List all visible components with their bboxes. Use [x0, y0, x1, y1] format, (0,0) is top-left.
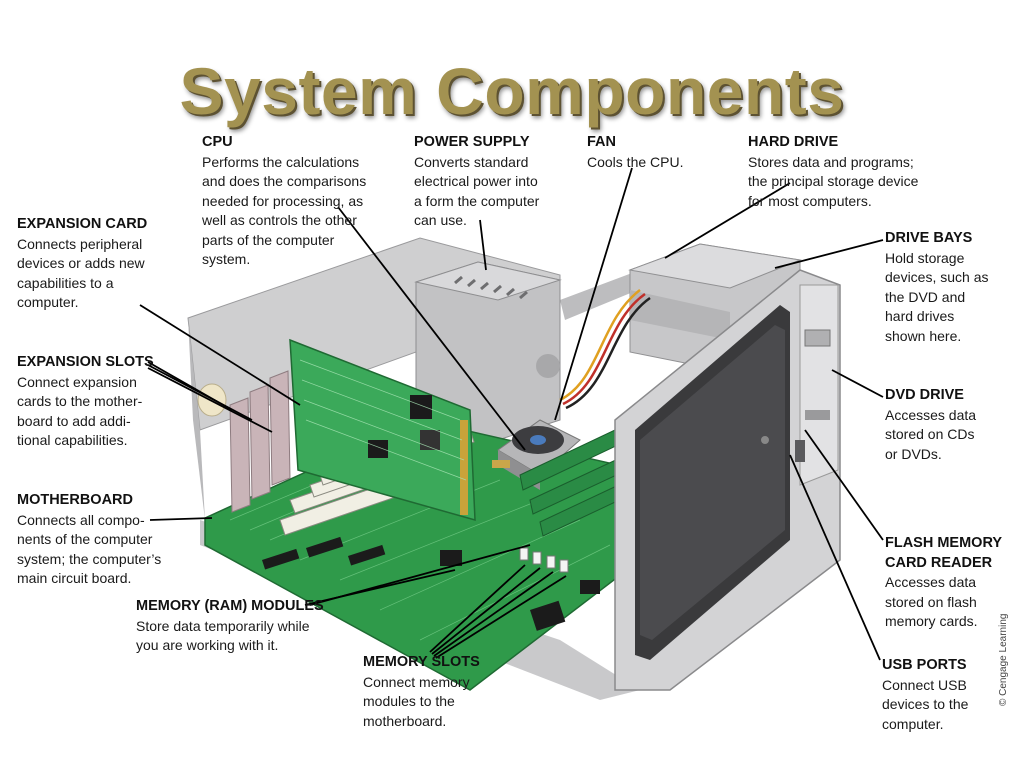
label-dvd-drive-heading: DVD DRIVE: [885, 387, 964, 403]
label-expansion-card-line: Connects peripheral: [17, 235, 143, 252]
label-drive-bays-line: the DVD and: [885, 288, 966, 305]
label-memory-slots-line: modules to the: [363, 693, 455, 709]
label-hard-drive-line: the principal storage device: [748, 173, 919, 189]
label-power-supply-line: a form the computer: [414, 192, 540, 209]
label-power-supply-line: electrical power into: [414, 173, 538, 189]
label-expansion-slots-heading: EXPANSION SLOTS: [17, 354, 154, 370]
memory-modules: [519, 429, 629, 537]
label-cpu: CPU Performs the calculations and does t…: [202, 133, 366, 270]
label-cpu-line: system.: [202, 251, 251, 267]
label-memory-slots-heading: MEMORY SLOTS: [363, 654, 480, 670]
case-front-panel: [614, 269, 841, 691]
label-cpu-line: parts of the computer: [202, 231, 335, 248]
drive-bay-cage: [628, 243, 802, 373]
label-motherboard-heading: MOTHERBOARD: [17, 492, 133, 508]
label-drive-bays-line: shown here.: [885, 327, 962, 344]
label-dvd-drive-line: or DVDs.: [885, 445, 942, 462]
label-flash-reader-line: memory cards.: [885, 613, 978, 629]
callout-lines: [139, 167, 884, 661]
label-dvd-drive-line: Accesses data: [885, 406, 977, 423]
expansion-slot-brackets: [229, 370, 291, 513]
label-motherboard-line: Connects all compo-: [17, 511, 145, 528]
cable-coil: [197, 383, 227, 417]
label-power-supply: POWER SUPPLY Converts standard electrica…: [414, 133, 539, 231]
power-supply-unit: [414, 261, 562, 441]
label-memory-slots-line: Connect memory: [363, 673, 470, 690]
label-motherboard: MOTHERBOARD Connects all compo- nents of…: [17, 491, 161, 589]
label-usb-ports-heading: USB PORTS: [882, 657, 967, 673]
label-expansion-slots-line: board to add addi-: [17, 412, 131, 429]
label-expansion-slots-line: tional capabilities.: [17, 432, 128, 448]
label-memory-modules-heading: MEMORY (RAM) MODULES: [136, 598, 324, 614]
label-drive-bays: DRIVE BAYS Hold storage devices, such as…: [885, 229, 989, 346]
label-motherboard-line: main circuit board.: [17, 570, 132, 586]
label-usb-ports-line: devices to the: [882, 696, 969, 712]
page-title: System Components: [179, 54, 845, 128]
label-hard-drive-line: Stores data and programs;: [748, 153, 914, 170]
power-wires: [559, 289, 651, 410]
label-fan-line: Cools the CPU.: [587, 153, 684, 170]
label-dvd-drive: DVD DRIVE Accesses data stored on CDs or…: [885, 386, 976, 464]
label-cpu-heading: CPU: [202, 134, 233, 150]
label-dvd-drive-line: stored on CDs: [885, 426, 975, 442]
label-expansion-card: EXPANSION CARD Connects peripheral devic…: [17, 215, 147, 313]
label-flash-memory-card-reader: FLASH MEMORY CARD READER Accesses data s…: [885, 534, 1002, 632]
case-top-edge: [560, 270, 650, 320]
label-expansion-card-line: computer.: [17, 294, 79, 310]
label-flash-reader-line: stored on flash: [885, 593, 977, 610]
label-flash-reader-heading: FLASH MEMORY: [885, 535, 1003, 551]
label-usb-ports: USB PORTS Connect USB devices to the com…: [882, 656, 968, 734]
label-expansion-card-line: capabilities to a: [17, 274, 114, 291]
label-usb-ports-line: Connect USB: [882, 676, 967, 693]
label-usb-ports-line: computer.: [882, 715, 944, 732]
memory-slot-clips: [519, 547, 569, 573]
case-left-panel: [188, 318, 205, 520]
label-fan: FAN Cools the CPU.: [587, 133, 683, 172]
label-drive-bays-line: devices, such as: [885, 269, 989, 285]
label-cpu-line: and does the comparisons: [202, 173, 367, 189]
label-hard-drive: HARD DRIVE Stores data and programs; the…: [748, 133, 918, 211]
label-motherboard-line: nents of the computer: [17, 531, 153, 547]
label-flash-reader-heading: CARD READER: [885, 554, 993, 571]
label-drive-bays-line: Hold storage: [885, 249, 965, 266]
label-power-supply-line: Converts standard: [414, 153, 529, 170]
label-cpu-line: Performs the calculations: [202, 153, 360, 170]
label-memory-modules: MEMORY (RAM) MODULES Store data temporar…: [136, 597, 324, 656]
label-hard-drive-line: for most computers.: [748, 192, 872, 209]
label-memory-slots: MEMORY SLOTS Connect memory modules to t…: [363, 653, 480, 731]
label-expansion-card-line: devices or adds new: [17, 255, 145, 271]
label-cpu-line: well as controls the other: [202, 212, 357, 228]
label-drive-bays-line: hard drives: [885, 308, 955, 324]
label-fan-heading: FAN: [587, 134, 616, 150]
expansion-card-board: [289, 338, 476, 522]
label-memory-modules-line: you are working with it.: [136, 637, 279, 653]
label-expansion-slots-line: cards to the mother-: [17, 393, 143, 409]
motherboard-chips: [261, 536, 600, 631]
label-expansion-slots-line: Connect expansion: [17, 373, 137, 390]
label-power-supply-heading: POWER SUPPLY: [414, 134, 530, 150]
label-motherboard-line: system; the computer’s: [17, 550, 162, 567]
label-power-supply-line: can use.: [414, 212, 467, 228]
label-expansion-card-heading: EXPANSION CARD: [17, 216, 148, 232]
label-hard-drive-heading: HARD DRIVE: [748, 134, 839, 150]
label-drive-bays-heading: DRIVE BAYS: [885, 230, 973, 246]
label-expansion-slots: EXPANSION SLOTS Connect expansion cards …: [17, 353, 154, 451]
label-flash-reader-line: Accesses data: [885, 574, 977, 590]
label-memory-slots-line: motherboard.: [363, 712, 447, 729]
label-cpu-line: needed for processing, as: [202, 192, 364, 209]
label-memory-modules-line: Store data temporarily while: [136, 617, 310, 634]
copyright-credit: © Cengage Learning: [998, 613, 1009, 706]
